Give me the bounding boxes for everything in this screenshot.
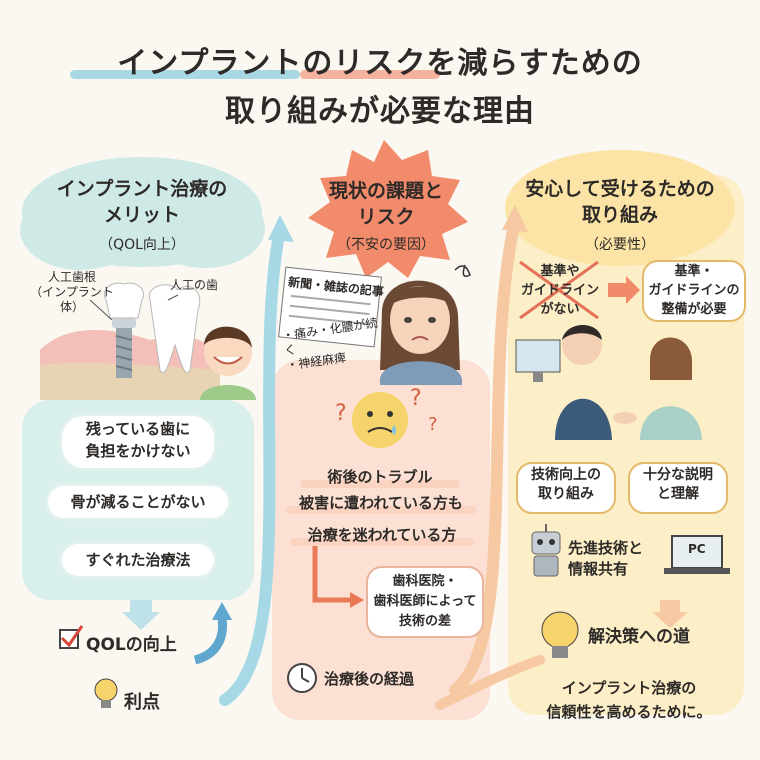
tech-improvement-box: 技術向上の 取り組み bbox=[516, 462, 616, 514]
sad-face-icon: ? ? ? bbox=[335, 386, 438, 448]
issue-victims: 被害に遭われている方も bbox=[299, 494, 463, 512]
guideline-needed-box: 基準・ ガイドラインの 整備が必要 bbox=[642, 260, 746, 322]
no-guideline-label: 基準や ガイドライン がない bbox=[520, 264, 599, 317]
arrow-middle-to-right bbox=[449, 214, 521, 696]
right-heading: 安心して受けるための 取り組み bbox=[525, 178, 715, 226]
tech-sharing-label: 先進技術と 情報共有 bbox=[568, 539, 644, 578]
left-subheading: （QOL向上） bbox=[99, 237, 185, 253]
newspaper-illustration bbox=[278, 266, 382, 348]
svg-text:?: ? bbox=[335, 401, 347, 426]
robot-icon bbox=[531, 524, 561, 577]
benefit-item-1: 残っている歯に 負担をかけない bbox=[62, 416, 214, 468]
left-heading: インプラント治療の メリット bbox=[56, 178, 228, 226]
label-artificial-root: 人工歯根 （インプラント体） bbox=[30, 270, 114, 314]
solution-label: 解決策への道 bbox=[588, 627, 690, 647]
title-line-2: 取り組みが必要な理由 bbox=[225, 94, 535, 129]
laptop-icon bbox=[664, 535, 730, 574]
middle-subheading: （不安の要因） bbox=[337, 237, 435, 253]
right-subheading: （必要性） bbox=[585, 237, 655, 253]
explanation-box: 十分な説明 と理解 bbox=[628, 462, 728, 514]
smiling-patient-illustration bbox=[200, 326, 256, 400]
arrow-left-to-middle bbox=[219, 224, 286, 706]
tooth-illustration bbox=[40, 282, 220, 400]
issue-postop-trouble: 術後のトラブル bbox=[327, 468, 433, 486]
arrow-bottom-right bbox=[435, 655, 545, 710]
checkbox-icon bbox=[59, 625, 84, 649]
title-line-1: インプラントのリスクを減らすための bbox=[117, 46, 643, 81]
label-artificial-tooth: 人工の歯 bbox=[170, 278, 219, 292]
benefit-item-2: 骨が減ることがない bbox=[48, 486, 228, 518]
treatment-progress-label: 治療後の経過 bbox=[324, 670, 415, 688]
middle-heading: 現状の課題と リスク bbox=[328, 180, 443, 228]
lightbulb-icon-right bbox=[541, 611, 579, 658]
worried-woman-illustration bbox=[380, 264, 471, 385]
lightbulb-icon-left bbox=[94, 678, 118, 708]
pc-label: PC bbox=[688, 542, 706, 556]
qol-improvement: QOLの向上 bbox=[86, 635, 177, 655]
clock-icon bbox=[287, 663, 317, 693]
middle-l-arrow bbox=[312, 545, 350, 603]
svg-text:?: ? bbox=[428, 414, 438, 435]
svg-text:?: ? bbox=[410, 386, 422, 411]
issue-hesitating: 治療を迷われている方 bbox=[307, 526, 457, 544]
middle-heading-burst bbox=[308, 140, 468, 278]
skill-gap-box: 歯科医院・ 歯科医師によって 技術の差 bbox=[366, 566, 484, 638]
benefit-label: 利点 bbox=[124, 692, 160, 713]
benefit-item-3: すぐれた治療法 bbox=[62, 544, 214, 576]
right-heading-circle bbox=[505, 150, 735, 266]
final-message: インプラント治療の 信頼性を高めるために。 bbox=[546, 679, 712, 721]
qol-up-arrow bbox=[193, 617, 228, 665]
doctor-patient-illustration bbox=[515, 325, 702, 440]
left-down-arrow bbox=[130, 600, 152, 614]
guideline-arrow bbox=[608, 276, 640, 304]
